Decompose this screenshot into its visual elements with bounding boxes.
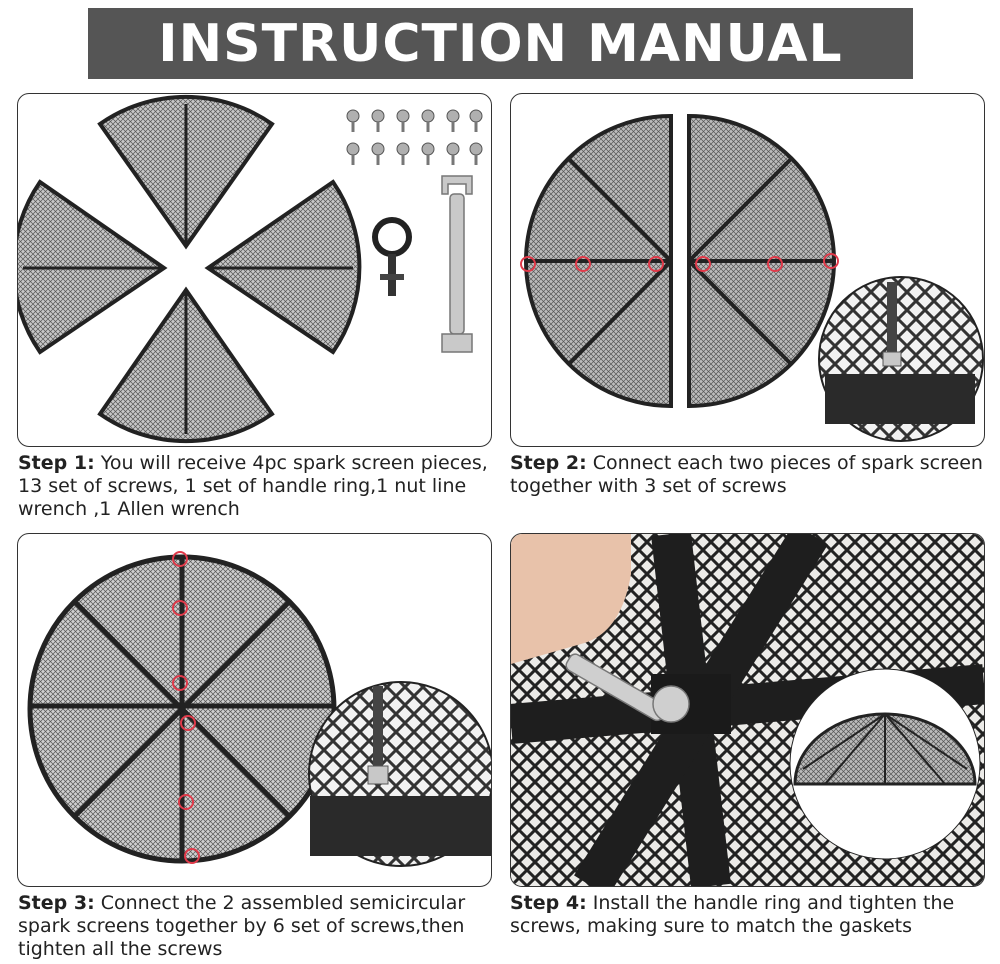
dome-inset (789, 668, 981, 860)
step-3-label: Step 3: (18, 892, 95, 914)
step-1-label: Step 1: (18, 452, 95, 474)
screw-highlights-vertical (172, 551, 200, 864)
step-2-label: Step 2: (510, 452, 587, 474)
hand-icon (511, 534, 631, 664)
step-1-caption: Step 1: You will receive 4pc spark scree… (18, 452, 493, 521)
step-4-caption: Step 4: Install the handle ring and tigh… (510, 892, 985, 938)
step-4-label: Step 4: (510, 892, 587, 914)
step-2-illustration (520, 113, 984, 442)
step-3-image (17, 533, 492, 887)
step-2-text: Connect each two pieces of spark screen … (510, 452, 983, 497)
wrench-icon (441, 175, 473, 353)
step-1-text: You will receive 4pc spark screen pieces… (18, 452, 488, 520)
wrench-icon-step4 (565, 653, 690, 723)
step-3-illustration (27, 551, 491, 867)
handle-ring-icon (372, 217, 412, 296)
detail-inset-3 (308, 681, 491, 867)
step-1-illustration (18, 94, 483, 444)
step-3-caption: Step 3: Connect the 2 assembled semicirc… (18, 892, 493, 961)
title-banner: INSTRUCTION MANUAL (88, 8, 913, 79)
detail-inset (818, 276, 984, 442)
step-4-image (510, 533, 985, 887)
page-title: INSTRUCTION MANUAL (158, 13, 843, 74)
step-2-caption: Step 2: Connect each two pieces of spark… (510, 452, 985, 498)
screw-highlights (520, 253, 839, 272)
step-4-text: Install the handle ring and tighten the … (510, 892, 955, 937)
step-1-image (17, 93, 492, 447)
screws (346, 109, 483, 156)
step-4-illustration (511, 534, 984, 886)
step-2-image (510, 93, 985, 447)
step-3-text: Connect the 2 assembled semicircular spa… (18, 892, 466, 960)
